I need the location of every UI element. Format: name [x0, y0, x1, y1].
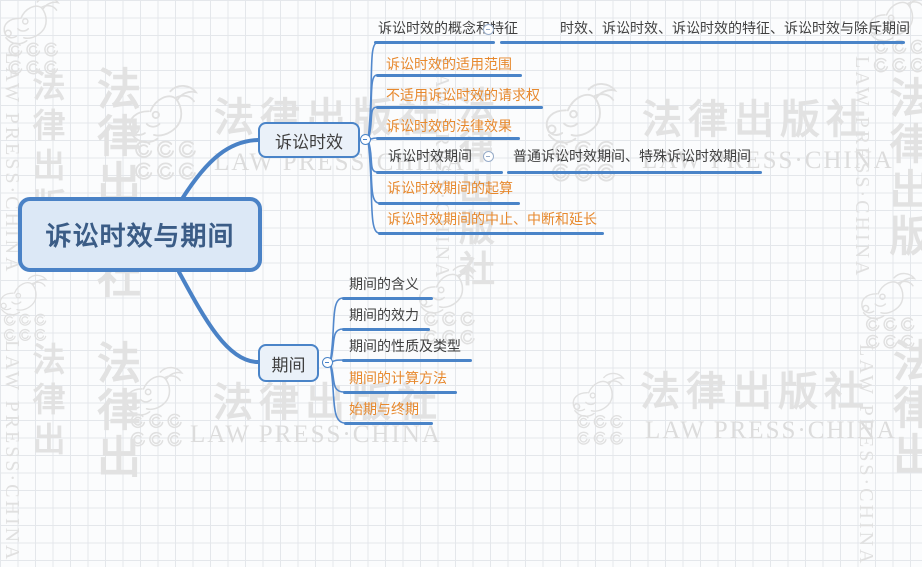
topic-concept-features-detail[interactable]: 时效、诉讼时效、诉讼时效的特征、诉讼时效与除斥期间 — [560, 20, 910, 36]
root-node[interactable]: 诉讼时效与期间 — [18, 197, 262, 272]
topic-period-meaning[interactable]: 期间的含义 — [349, 276, 419, 292]
topic-line — [344, 422, 433, 425]
collapse-toggle[interactable] — [322, 357, 333, 368]
topic-line — [342, 328, 430, 331]
branch-node-period[interactable]: 期间 — [258, 344, 319, 382]
topic-line — [376, 137, 520, 140]
topic-line — [378, 202, 520, 205]
topic-period-nature-types[interactable]: 期间的性质及类型 — [349, 338, 461, 354]
root-node-label: 诉讼时效与期间 — [45, 221, 235, 251]
topic-line — [376, 171, 503, 174]
topic-period-calculation[interactable]: 期间的计算方法 — [349, 370, 447, 386]
topic-line — [343, 391, 457, 394]
topic-line — [342, 297, 433, 300]
branch-node-label: 诉讼时效 — [275, 132, 343, 152]
topic-legal-effect[interactable]: 诉讼时效的法律效果 — [386, 118, 512, 134]
topic-period-effect[interactable]: 期间的效力 — [349, 307, 419, 323]
topic-line — [500, 41, 905, 44]
topic-period-commencement[interactable]: 诉讼时效期间的起算 — [387, 180, 513, 196]
topic-concept-features[interactable]: 诉讼时效的概念和特征 — [378, 20, 518, 36]
topic-line — [507, 171, 762, 174]
topic-start-end-dates[interactable]: 始期与终期 — [349, 401, 419, 417]
collapse-toggle[interactable] — [483, 24, 494, 35]
topic-scope-of-application[interactable]: 诉讼时效的适用范围 — [386, 56, 512, 72]
topic-claims-not-applicable[interactable]: 不适用诉讼时效的请求权 — [386, 87, 540, 103]
branch-node-label: 期间 — [271, 355, 306, 375]
branch-connectors — [177, 42, 380, 424]
topic-limitation-period[interactable]: 诉讼时效期间 — [388, 148, 472, 164]
collapse-toggle[interactable] — [483, 151, 494, 162]
collapse-toggle[interactable] — [360, 134, 371, 145]
topic-line — [374, 41, 495, 44]
branch-node-litigation-limitation[interactable]: 诉讼时效 — [258, 122, 360, 158]
topic-line — [378, 232, 604, 235]
topic-suspension-interruption-extension[interactable]: 诉讼时效期间的中止、中断和延长 — [387, 211, 597, 227]
topic-line — [342, 359, 472, 362]
topic-line — [376, 106, 543, 109]
topic-line — [376, 74, 522, 77]
topic-limitation-period-detail[interactable]: 普通诉讼时效期间、特殊诉讼时效期间 — [513, 148, 751, 164]
